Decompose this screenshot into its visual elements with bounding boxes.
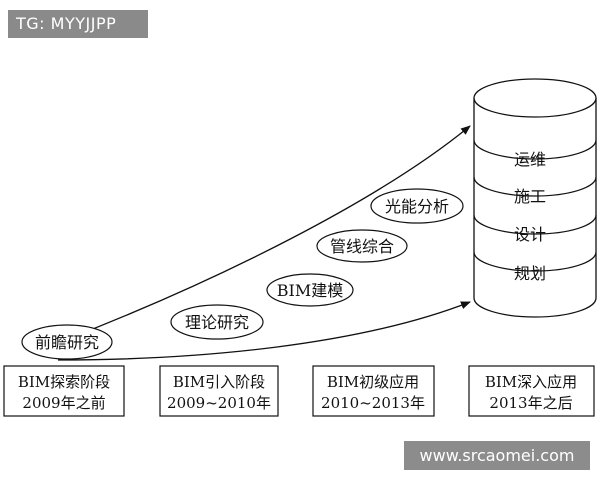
ellipse-label: 光能分析 [385, 197, 449, 216]
stage-name: BIM初级应用 [327, 373, 419, 391]
watermark-bottom: www.srcaomei.com [404, 441, 590, 470]
stage-period: 2009年之前 [22, 394, 105, 412]
ellipse-label: 前瞻研究 [35, 333, 99, 352]
stage-box-introduction: BIM引入阶段 2009~2010年 [159, 365, 279, 417]
ellipse-label: 理论研究 [185, 313, 249, 332]
ellipse-light-analysis: 光能分析 [370, 188, 464, 224]
stage-name: BIM引入阶段 [173, 373, 265, 391]
layer-label-operation: 运维 [514, 150, 546, 169]
lower-arrow [57, 301, 471, 361]
stage-period: 2013年之后 [489, 394, 572, 412]
ellipse-bim-modeling: BIM建模 [266, 273, 354, 307]
lifecycle-cylinder: 运维 施工 设计 规划 [473, 78, 597, 318]
stage-name: BIM探索阶段 [18, 373, 110, 391]
layer-label-planning: 规划 [514, 264, 546, 283]
stage-box-deep-application: BIM深入应用 2013年之后 [468, 365, 595, 417]
upper-arrow [59, 125, 471, 343]
stage-box-exploration: BIM探索阶段 2009年之前 [3, 365, 125, 417]
ellipse-qianzhan-research: 前瞻研究 [21, 324, 113, 360]
stage-name: BIM深入应用 [485, 373, 577, 391]
ellipse-label: BIM建模 [277, 281, 343, 300]
ellipse-theory-research: 理论研究 [170, 304, 264, 340]
watermark-top: TG: MYYJJPP [8, 10, 148, 38]
layer-label-construction: 施工 [514, 187, 546, 206]
ellipse-label: 管线综合 [330, 237, 394, 256]
ellipse-pipeline-integration: 管线综合 [316, 229, 408, 263]
layer-label-design: 设计 [514, 225, 546, 244]
stage-box-initial-application: BIM初级应用 2010~2013年 [312, 365, 435, 417]
stage-period: 2010~2013年 [321, 394, 425, 412]
stage-period: 2009~2010年 [167, 394, 271, 412]
